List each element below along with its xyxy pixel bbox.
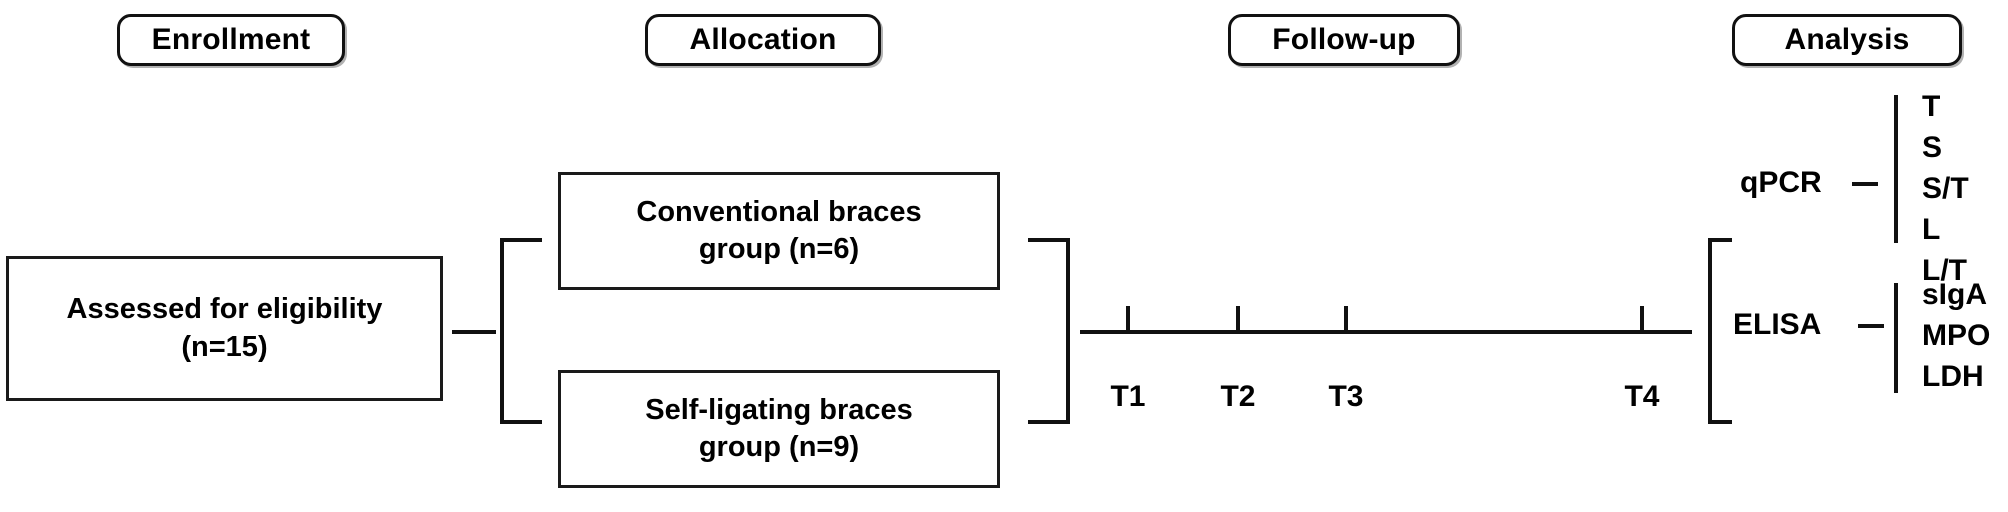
- conventional-braces-line2: group (n=6): [698, 233, 860, 265]
- stage-pill-followup: Follow-up: [1228, 14, 1460, 66]
- outcome-item: L/T: [1922, 254, 1967, 287]
- timeline-tick: [1236, 306, 1240, 334]
- outcome-item: MPO: [1922, 319, 1991, 352]
- followup-bracket: [1028, 238, 1070, 424]
- bracket-spine: [500, 238, 504, 424]
- stage-pill-enrollment: Enrollment: [117, 14, 345, 66]
- bracket-arm-bottom: [1708, 420, 1732, 424]
- conventional-braces-group-box: Conventional braces group (n=6): [558, 172, 1000, 290]
- stage-pill-label: Allocation: [689, 23, 837, 56]
- stage-pill-label: Enrollment: [151, 23, 311, 56]
- outcome-item: LDH: [1922, 360, 1984, 393]
- outcome-item: T: [1922, 90, 1941, 123]
- stage-pill-label: Follow-up: [1272, 23, 1416, 56]
- self-ligating-braces-line2: group (n=9): [698, 431, 860, 463]
- bracket-spine: [1708, 238, 1712, 424]
- bracket-arm-bottom: [500, 420, 542, 424]
- bracket-arm-bottom: [1028, 420, 1070, 424]
- stage-pill-label: Analysis: [1784, 23, 1910, 56]
- outcome-item: sIgA: [1922, 278, 1988, 311]
- timeline-tick-label: T1: [1110, 380, 1146, 413]
- bracket-arm-top: [1028, 238, 1070, 242]
- outcome-item: S: [1922, 131, 1943, 164]
- assessed-for-eligibility-line1: Assessed for eligibility: [66, 293, 383, 326]
- assay-label-qpcr: qPCR: [1740, 166, 1822, 199]
- outcome-item: S/T: [1922, 172, 1969, 205]
- outcome-rule-elisa: [1894, 283, 1898, 393]
- outcome-rule-qpcr: [1894, 95, 1898, 243]
- timeline-tick: [1344, 306, 1348, 334]
- timeline-tick: [1126, 306, 1130, 334]
- allocation-bracket: [500, 238, 542, 424]
- timeline-tick-label: T2: [1220, 380, 1256, 413]
- assessed-for-eligibility-box: Assessed for eligibility (n=15): [6, 256, 443, 401]
- timeline-axis: [1080, 330, 1692, 334]
- self-ligating-braces-line1: Self-ligating braces: [645, 393, 913, 426]
- assay-dash-qpcr: [1852, 182, 1878, 186]
- outcome-item: L: [1922, 213, 1941, 246]
- assay-label-elisa: ELISA: [1733, 308, 1822, 341]
- conventional-braces-line1: Conventional braces: [636, 195, 922, 228]
- self-ligating-braces-group-box: Self-ligating braces group (n=9): [558, 370, 1000, 488]
- assay-dash-elisa: [1858, 324, 1884, 328]
- bracket-arm-top: [1708, 238, 1732, 242]
- stage-pill-allocation: Allocation: [645, 14, 881, 66]
- timeline-tick-label: T4: [1624, 380, 1660, 413]
- analysis-bracket: [1708, 238, 1732, 424]
- bracket-arm-top: [500, 238, 542, 242]
- timeline-tick-label: T3: [1328, 380, 1364, 413]
- outcome-list-elisa: sIgA MPO LDH: [1922, 280, 1990, 403]
- timeline-tick: [1640, 306, 1644, 334]
- stage-pill-analysis: Analysis: [1732, 14, 1962, 66]
- bracket-spine: [1066, 238, 1070, 424]
- assessed-for-eligibility-line2: (n=15): [181, 330, 268, 363]
- enrollment-connector-dash: [452, 330, 496, 334]
